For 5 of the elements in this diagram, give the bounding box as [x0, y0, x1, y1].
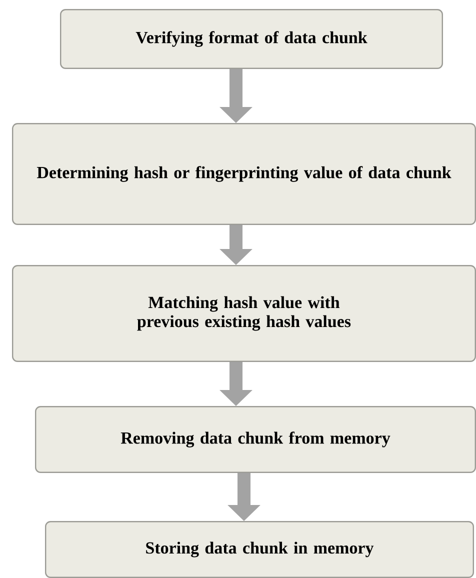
- process-box: Storing data chunk in memory: [45, 521, 474, 578]
- process-box: Determining hash or fingerprinting value of data chunk: [12, 123, 476, 225]
- process-box: Matching hash value with previous existing hash values: [12, 265, 476, 362]
- process-box: Removing data chunk from memory: [35, 406, 476, 473]
- process-box: Verifying format of data chunk: [60, 9, 443, 69]
